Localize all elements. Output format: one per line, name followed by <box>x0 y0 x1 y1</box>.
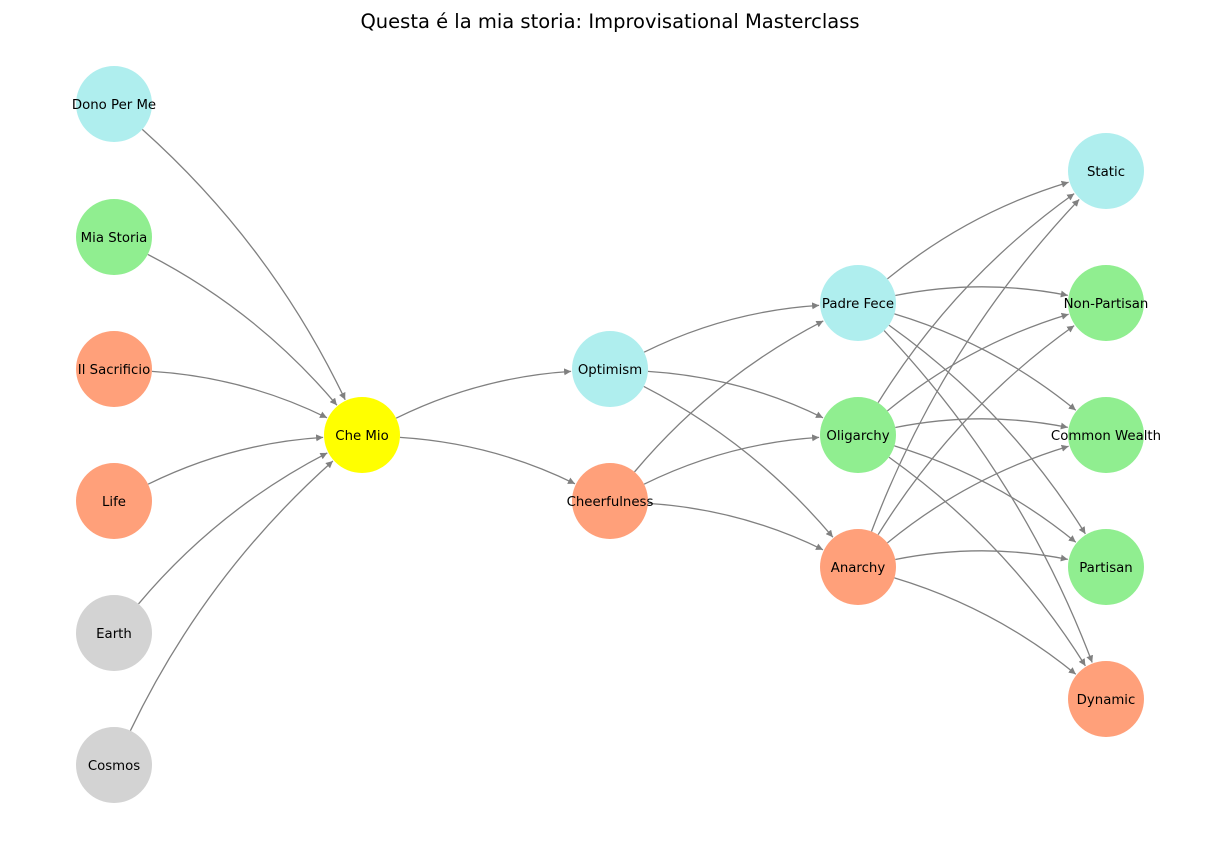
diagram-title: Questa é la mia storia: Improvisational … <box>360 10 859 33</box>
node-che-mio: Che Mio <box>324 397 400 473</box>
node-label-dynamic: Dynamic <box>1077 693 1136 708</box>
edge-che-mio-to-cheerfulness <box>399 436 576 485</box>
node-optimism: Optimism <box>572 331 648 407</box>
node-label-non-partisan: Non-Partisan <box>1064 297 1149 312</box>
node-label-common-wealth: Common Wealth <box>1051 429 1161 444</box>
node-circle-che-mio <box>324 397 400 473</box>
node-non-partisan: Non-Partisan <box>1064 265 1149 341</box>
node-label-earth: Earth <box>96 627 132 642</box>
edge-cosmos-to-che-mio <box>129 460 334 731</box>
node-label-anarchy: Anarchy <box>831 561 886 576</box>
node-label-partisan: Partisan <box>1079 561 1132 576</box>
edge-oligarchy-to-dynamic <box>888 456 1086 667</box>
edge-cheerfulness-to-padre-fece <box>634 320 824 473</box>
node-cheerfulness: Cheerfulness <box>567 463 654 539</box>
node-dynamic: Dynamic <box>1068 661 1144 737</box>
node-circle-cosmos <box>76 727 152 803</box>
node-circle-common-wealth <box>1068 397 1144 473</box>
nodes-layer: Cosmos Earth Life Il Sacrificio Mia Storia Do… <box>72 66 1161 803</box>
node-circle-earth <box>76 595 152 671</box>
node-circle-optimism <box>572 331 648 407</box>
node-dono-per-me: Dono Per Me <box>72 66 156 142</box>
edge-oligarchy-to-common-wealth <box>895 418 1068 430</box>
edge-padre-fece-to-partisan <box>888 324 1086 535</box>
edge-anarchy-to-static <box>870 198 1080 532</box>
node-oligarchy: Oligarchy <box>820 397 896 473</box>
edge-optimism-to-anarchy <box>643 385 834 538</box>
edge-oligarchy-to-partisan <box>894 445 1077 543</box>
edge-padre-fece-to-non-partisan <box>895 286 1068 298</box>
node-il-sacrificio: Il Sacrificio <box>76 331 152 407</box>
node-anarchy: Anarchy <box>820 529 896 605</box>
node-label-mia-storia: Mia Storia <box>81 231 148 246</box>
node-cosmos: Cosmos <box>76 727 152 803</box>
edge-optimism-to-padre-fece <box>643 302 820 353</box>
node-label-che-mio: Che Mio <box>335 429 388 444</box>
node-circle-oligarchy <box>820 397 896 473</box>
node-common-wealth: Common Wealth <box>1051 397 1161 473</box>
edge-cheerfulness-to-oligarchy <box>643 434 820 485</box>
edge-anarchy-to-partisan <box>895 550 1068 562</box>
node-circle-cheerfulness <box>572 463 648 539</box>
node-circle-static <box>1068 133 1144 209</box>
edge-che-mio-to-optimism <box>395 368 572 419</box>
node-label-dono-per-me: Dono Per Me <box>72 98 156 113</box>
edge-optimism-to-oligarchy <box>647 370 824 419</box>
edge-anarchy-to-non-partisan <box>877 325 1075 536</box>
node-static: Static <box>1068 133 1144 209</box>
edge-anarchy-to-common-wealth <box>886 444 1069 544</box>
edge-il-sacrificio-to-che-mio <box>151 370 328 419</box>
edge-earth-to-che-mio <box>138 452 328 605</box>
node-circle-dynamic <box>1068 661 1144 737</box>
edge-cheerfulness-to-anarchy <box>647 502 824 551</box>
node-circle-non-partisan <box>1068 265 1144 341</box>
node-label-cheerfulness: Cheerfulness <box>567 495 654 510</box>
node-label-static: Static <box>1087 165 1125 180</box>
edge-mia-storia-to-che-mio <box>147 253 338 406</box>
node-label-padre-fece: Padre Fece <box>822 297 894 312</box>
node-label-cosmos: Cosmos <box>88 759 140 774</box>
edge-oligarchy-to-non-partisan <box>886 312 1069 412</box>
node-circle-mia-storia <box>76 199 152 275</box>
node-life: Life <box>76 463 152 539</box>
node-label-oligarchy: Oligarchy <box>826 429 889 444</box>
node-label-life: Life <box>102 495 126 510</box>
edge-dono-per-me-to-che-mio <box>141 128 346 401</box>
node-circle-life <box>76 463 152 539</box>
node-circle-padre-fece <box>820 265 896 341</box>
node-circle-dono-per-me <box>76 66 152 142</box>
node-circle-il-sacrificio <box>76 331 152 407</box>
node-mia-storia: Mia Storia <box>76 199 152 275</box>
node-earth: Earth <box>76 595 152 671</box>
node-padre-fece: Padre Fece <box>820 265 896 341</box>
edges-layer <box>129 128 1093 731</box>
edge-padre-fece-to-static <box>886 180 1069 280</box>
edge-oligarchy-to-static <box>877 193 1075 404</box>
node-label-optimism: Optimism <box>578 363 642 378</box>
edge-padre-fece-to-dynamic <box>883 330 1093 663</box>
node-label-il-sacrificio: Il Sacrificio <box>78 363 150 378</box>
node-circle-anarchy <box>820 529 896 605</box>
node-circle-partisan <box>1068 529 1144 605</box>
edge-padre-fece-to-common-wealth <box>894 313 1077 411</box>
node-partisan: Partisan <box>1068 529 1144 605</box>
edge-anarchy-to-dynamic <box>894 577 1077 675</box>
edge-life-to-che-mio <box>147 434 324 485</box>
